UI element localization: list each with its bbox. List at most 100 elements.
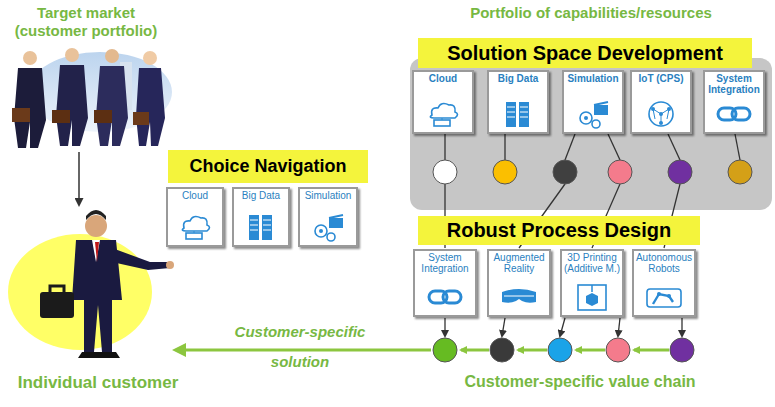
flow-arrow (78, 152, 80, 205)
capability-icon (572, 99, 614, 129)
icon-caption: System Integration (705, 72, 763, 96)
figure-label: Portfolio of capabilities/resources (470, 4, 712, 22)
section-header: Choice Navigation (168, 150, 368, 183)
capability-icon (497, 99, 539, 129)
drawing-part (653, 109, 669, 123)
drawing-part (732, 108, 750, 120)
capability-icon-box: Cloud (166, 187, 224, 247)
drawing-part (194, 231, 195, 233)
drawing-part (78, 352, 120, 358)
drawing-part (520, 107, 528, 108)
capability-icon-box: Simulation (298, 187, 358, 247)
drawing-part (52, 110, 70, 123)
drawing-part (592, 120, 600, 128)
drawing-part (519, 102, 529, 127)
drawing-part (263, 230, 271, 231)
capability-icon (571, 282, 613, 312)
drawing-part (92, 240, 100, 262)
header-text: Robust Process Design (447, 219, 672, 242)
drawing-part (651, 107, 655, 111)
drawing-part (594, 102, 608, 105)
solution-arrow (176, 349, 431, 352)
drawing-part (250, 220, 258, 221)
drawing-part (166, 261, 174, 269)
drawing-part (493, 160, 517, 184)
drawing-part (553, 160, 577, 184)
drawing-part (502, 289, 536, 303)
capability-icon-box: Cloud (412, 70, 474, 134)
drawing-part (490, 338, 514, 362)
customer-illustration (8, 210, 174, 358)
capability-icon (640, 99, 682, 129)
drawing-part (250, 225, 258, 226)
drawing-part (578, 285, 606, 310)
drawing-part (443, 291, 461, 303)
capability-icon (174, 212, 216, 242)
drawing-part (315, 225, 327, 237)
drawing-part (444, 134, 445, 160)
drawing-part (329, 215, 343, 218)
capability-icon (424, 282, 466, 312)
icon-caption: Cloud (414, 72, 472, 85)
people-illustration (12, 48, 172, 148)
drawing-part (136, 68, 165, 146)
drawing-part (507, 107, 515, 108)
icon-caption: Simulation (300, 189, 356, 202)
drawing-part (649, 102, 673, 126)
drawing-part (105, 49, 119, 63)
drawing-part (56, 65, 88, 146)
drawing-part (329, 218, 343, 228)
drawing-part (23, 51, 37, 65)
capability-icon (713, 99, 755, 129)
header-text: Choice Navigation (189, 156, 346, 177)
drawing-part (112, 248, 170, 270)
drawing-part (504, 134, 505, 160)
drawing-part (580, 112, 592, 124)
drawing-part (250, 230, 258, 231)
value-chain-label: Customer-specific value chain (420, 372, 740, 392)
drawing-part (442, 118, 443, 120)
drawing-part (504, 296, 534, 297)
drawing-part (520, 112, 528, 113)
drawing-part (263, 225, 271, 226)
capability-icon-box: System Integration (703, 70, 765, 134)
drawing-part (576, 349, 605, 352)
icon-caption: System Integration (415, 251, 475, 275)
figure-label: Individual customer (18, 373, 179, 393)
drawing-part (96, 66, 128, 146)
drawing-part (250, 220, 271, 230)
drawing-part (608, 160, 632, 184)
drawing-part (434, 120, 450, 126)
drawing-part (735, 134, 740, 160)
drawing-part (594, 105, 608, 115)
drawing-part (65, 48, 79, 62)
drawing-part (618, 318, 620, 336)
drawing-part (584, 116, 588, 120)
capability-icon-box: Augmented Reality (487, 249, 551, 317)
drawing-part (186, 233, 202, 239)
drawing-part (667, 294, 671, 298)
drawing-part (565, 134, 575, 160)
icon-caption: Simulation (564, 72, 622, 85)
drawing-part (668, 134, 680, 160)
drawing-part (327, 233, 335, 241)
drawing-part (507, 107, 528, 117)
figure-group: Portfolio of capabilities/resourcesSolut… (410, 4, 772, 210)
capability-icon (422, 99, 464, 129)
icon-caption: Autonomous Robots (634, 251, 694, 275)
icon-caption: 3D Printing (Additive M.) (562, 251, 622, 275)
drawing-part (461, 349, 489, 352)
capability-icon-box: Big Data (487, 70, 549, 134)
drawing-part (606, 338, 630, 362)
value-chain-circles (433, 338, 694, 362)
drawing-part (95, 242, 99, 262)
drawing-part (94, 110, 112, 123)
icon-caption: Augmented Reality (489, 251, 549, 275)
drawing-part (668, 160, 692, 184)
drawing-part (12, 108, 30, 122)
drawing-part (657, 292, 661, 296)
drawing-part (433, 338, 457, 362)
drawing-part (647, 289, 681, 307)
drawing-part (507, 112, 515, 113)
